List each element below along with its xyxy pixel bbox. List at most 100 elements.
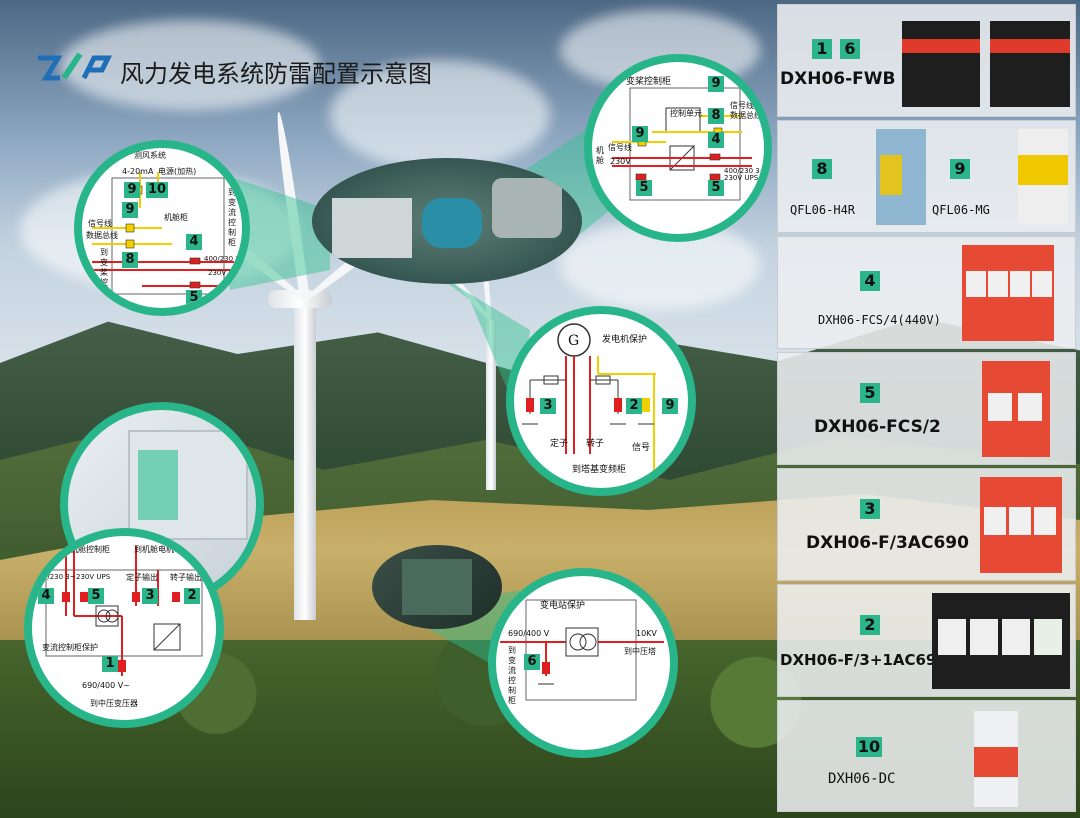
product-card[interactable]: 3 DXH06-F/3AC690 — [777, 468, 1076, 581]
nacelle-interior-photo — [312, 158, 582, 284]
product-card[interactable]: 4 DXH06-FCS/4(440V) — [777, 236, 1076, 349]
product-name: QFL06-MG — [932, 203, 990, 217]
spd-number-badge: 4 — [38, 588, 54, 604]
spd-number-badge: 9 — [124, 182, 140, 198]
spd-number-badge: 2 — [184, 588, 200, 604]
spd-number-badge: 9 — [632, 126, 648, 142]
substation-wiring — [500, 599, 664, 701]
cabinet-label: 机舱柜 — [164, 213, 188, 222]
generator-wiring — [522, 323, 656, 474]
product-number-badge: 5 — [860, 383, 880, 403]
spd-number-badge: 9 — [708, 76, 724, 92]
callout-pitch-cabinet: 变桨控制柜 控制单元 信号线 数据总线 信号线 230V 机舱 400/230 … — [584, 54, 772, 242]
generator-symbol: G — [568, 333, 580, 349]
signal-line-label: 信号线 — [88, 219, 112, 228]
callout-substation-protection: 变电站保护 690/400 V 到变流控制柜 10KV 到中压塔 6 — [488, 568, 678, 758]
stator-label: 定子 — [550, 439, 569, 449]
small-turbine-tower — [486, 320, 496, 490]
data-bus-label: 数据总线 — [86, 231, 118, 240]
v230-label: 230V — [610, 157, 631, 166]
product-number-badge: 6 — [840, 39, 860, 59]
product-number-badge: 9 — [950, 159, 970, 179]
product-card[interactable]: 5 DXH06-FCS/2 — [777, 352, 1076, 465]
turbine-tower — [294, 300, 316, 620]
product-name: QFL06-H4R — [790, 203, 856, 217]
ups-line2-label: 230V UPS — [208, 269, 243, 277]
spd-device-image — [974, 711, 1018, 807]
spd-device-image — [876, 129, 926, 225]
rotor-output-label: 转子输出 — [170, 573, 202, 582]
spd-device-image — [902, 21, 1070, 107]
product-panel: 1 6 DXH06-FWB 8 9 QFL06-H4R QFL06-MG 4 D… — [777, 4, 1076, 814]
spd-number-badge: 9 — [662, 398, 678, 414]
product-name: DXH06-FCS/2 — [814, 417, 941, 437]
product-number-badge: 2 — [860, 615, 880, 635]
nacelle-vertical-label: 机舱 — [596, 146, 604, 165]
v690-label: 690/400 V~ — [82, 681, 130, 690]
kv-label: 10KV — [636, 629, 657, 638]
product-number-badge: 10 — [856, 737, 882, 757]
rotor-label: 转子 — [586, 439, 605, 449]
gearbox-shape — [422, 198, 482, 248]
cabinet-highlight — [138, 450, 178, 520]
callout-converter-cabinet: 到机舱控制柜 到机舱电机 400/230 3~ 230V UPS 定子输出 转子… — [24, 528, 224, 728]
spd-number-badge: 9 — [122, 202, 138, 218]
spd-device-image — [932, 593, 1070, 689]
to-generator-label: 到机舱电机 — [134, 545, 174, 554]
product-card[interactable]: 1 6 DXH06-FWB — [777, 4, 1076, 117]
spd-device-image — [1018, 129, 1068, 225]
spd-number-badge: 8 — [708, 108, 724, 124]
spd-device-image — [982, 361, 1050, 457]
product-number-badge: 1 — [812, 39, 832, 59]
spd-number-badge: 5 — [88, 588, 104, 604]
product-card[interactable]: 8 9 QFL06-H4R QFL06-MG — [777, 120, 1076, 233]
company-logo — [38, 52, 113, 81]
ups-line1-label: 400/230 3~ — [204, 255, 246, 263]
to-pitch-cabinet-label: 到变桨控制柜 — [100, 248, 108, 307]
to-converter-cabinet-label: 到变流控制柜 — [228, 188, 236, 247]
spd-device-image — [980, 477, 1062, 573]
wind-system-label: 测风系统 — [134, 151, 166, 160]
spd-number-badge: 4 — [186, 234, 202, 250]
signal-left-label: 信号线 — [608, 143, 632, 152]
converter-protection-label: 变流控制柜保护 — [42, 643, 98, 652]
product-card[interactable]: 2 DXH06-F/3+1AC690 — [777, 584, 1076, 697]
pitch-cabinet-label: 变桨控制柜 — [626, 77, 672, 87]
signal-label: 信号 — [632, 443, 651, 453]
ups-label: 400/230 3~ 230V UPS — [724, 167, 766, 182]
callout-nacelle-cabinet: 测风系统 4-20mA 电源(加热) 机舱柜 信号线 数据总线 到变桨控制柜 到… — [74, 140, 250, 316]
to-tower-converter-label: 到塔基变频柜 — [572, 465, 627, 475]
to-converter-cabinet-label: 到变流控制柜 — [508, 646, 516, 705]
control-unit-label: 控制单元 — [670, 109, 702, 118]
spd-number-badge: 5 — [186, 290, 202, 306]
spd-number-badge: 5 — [708, 180, 724, 196]
generator-protection-label: 发电机保护 — [602, 335, 648, 345]
cabinet-shape — [332, 198, 412, 258]
product-number-badge: 8 — [812, 159, 832, 179]
current-label: 4-20mA — [122, 167, 154, 176]
product-card[interactable]: 10 DXH06-DC — [777, 700, 1076, 812]
substation-label: 变电站保护 — [540, 601, 586, 611]
generator-shape — [492, 178, 562, 238]
substation-photo — [372, 545, 502, 629]
spd-device-image — [962, 245, 1054, 341]
product-number-badge: 3 — [860, 499, 880, 519]
product-name: DXH06-FCS/4(440V) — [818, 313, 941, 327]
product-name: DXH06-DC — [828, 771, 896, 787]
spd-number-badge: 2 — [626, 398, 642, 414]
ups-a-label: 400/230 3~ — [34, 573, 76, 581]
voltage-in-label: 690/400 V — [508, 629, 550, 638]
spd-number-badge: 3 — [540, 398, 556, 414]
spd-number-badge: 10 — [146, 182, 168, 198]
product-name: DXH06-F/3+1AC690 — [780, 651, 947, 669]
spd-number-badge: 3 — [142, 588, 158, 604]
spd-number-badge: 6 — [524, 654, 540, 670]
callout-generator-protection: G 发电机保护 定子 转子 信号 到塔基变频柜 3 2 9 — [506, 306, 696, 496]
transformer-shape — [402, 559, 472, 615]
cabinet-interior-photo — [60, 402, 264, 606]
to-mv-tower-label: 到中压塔 — [624, 647, 656, 656]
signal-line-label: 信号线 — [730, 101, 754, 110]
product-name: DXH06-F/3AC690 — [806, 533, 969, 553]
power-heat-label: 电源(加热) — [158, 167, 197, 176]
to-nacelle-control-label: 到机舱控制柜 — [62, 545, 110, 554]
